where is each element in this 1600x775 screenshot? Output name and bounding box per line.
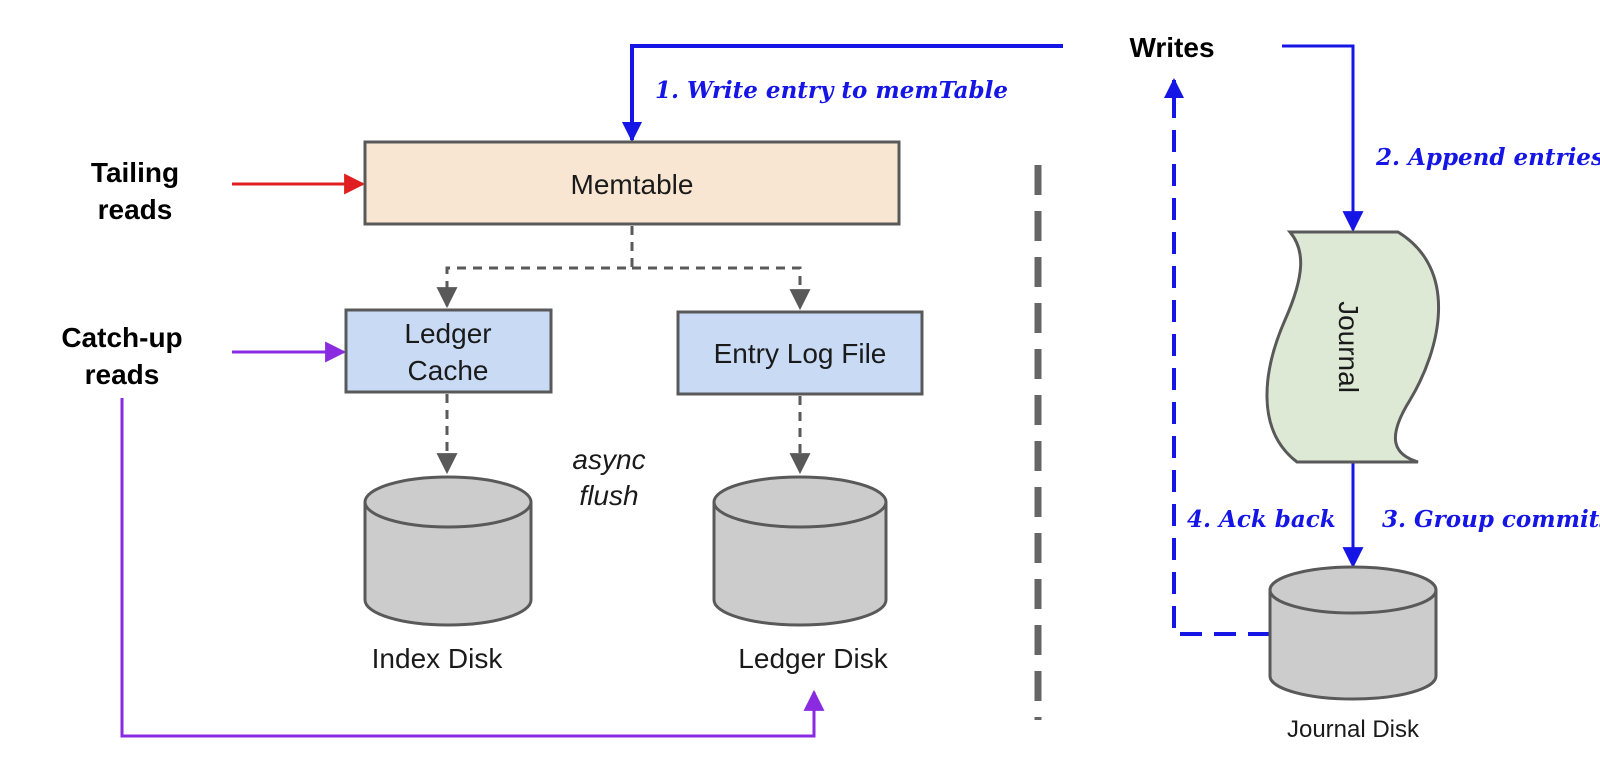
memtable-flush-split (436, 226, 634, 309)
journal-disk-icon (1268, 565, 1438, 701)
entry-log-file-box: Entry Log File (676, 310, 924, 396)
journal-disk-label: Journal Disk (1287, 716, 1420, 743)
async-flush-label-line2: flush (579, 480, 638, 511)
step3-label: 3. Group commits (1382, 506, 1600, 533)
async-flush-label-line1: async (572, 444, 645, 475)
journal-label: Journal (1333, 301, 1364, 393)
ledger-disk-label: Ledger Disk (738, 643, 888, 674)
step1-label: 1. Write entry to memTable (655, 77, 1008, 104)
index-disk-icon (363, 475, 533, 627)
append-entries-line (1282, 44, 1364, 233)
ledger-cache-label-line1: Ledger (404, 318, 491, 349)
ack-back-line (1164, 78, 1270, 636)
catchup-reads-label-line1: Catch-up (61, 322, 182, 353)
entry-log-file-label: Entry Log File (714, 338, 887, 369)
index-disk-label: Index Disk (372, 643, 504, 674)
ledger-disk-icon (712, 475, 888, 627)
step2-label: 2. Append entries (1375, 144, 1600, 171)
ledger-cache-box: Ledger Cache (344, 308, 553, 394)
ledger-cache-label-line2: Cache (408, 355, 489, 386)
writes-label: Writes (1129, 32, 1214, 63)
memtable-label: Memtable (571, 169, 694, 200)
tailing-reads-label-line2: reads (98, 194, 173, 225)
write-to-memtable-line (622, 44, 1063, 142)
catchup-reads-label-line2: reads (85, 359, 160, 390)
memtable-flush-to-entrylog (632, 266, 811, 311)
journal-shape: Journal (1265, 230, 1441, 464)
catchup-to-ledger-disk-line (120, 398, 825, 738)
memtable-box: Memtable (363, 140, 901, 226)
tailing-reads-label-line1: Tailing (91, 157, 179, 188)
step4-label: 4. Ack back (1187, 506, 1336, 533)
